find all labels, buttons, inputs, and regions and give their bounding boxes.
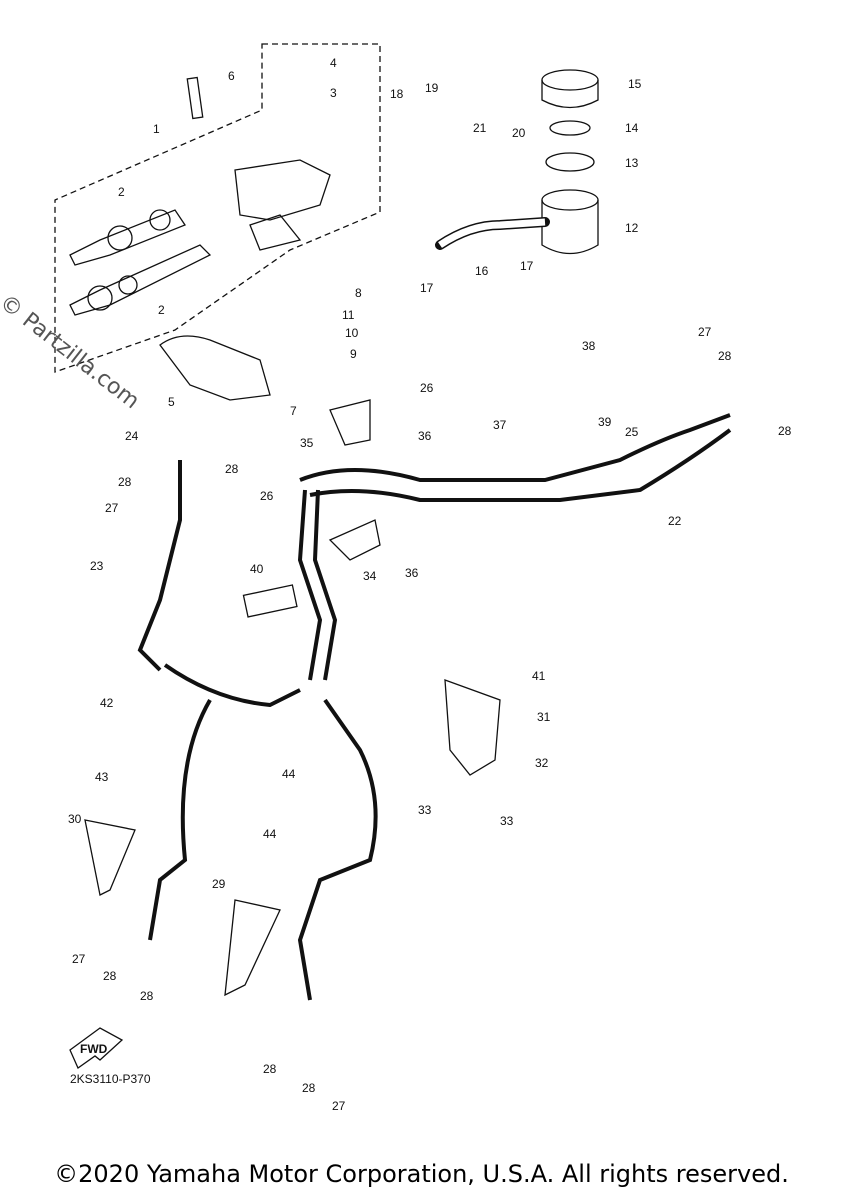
bracket-35 [329,399,371,446]
callout-44: 44 [282,767,296,781]
callout-24: 24 [125,429,139,443]
callout-16: 16 [475,264,489,278]
brake-hose-left-upper [137,460,182,672]
callout-44b: 44 [263,827,277,841]
callout-39: 39 [598,415,612,429]
callout-28: 28 [718,349,732,363]
master-cylinder-body [186,76,331,251]
callout-36b: 36 [405,566,419,580]
callout-28c: 28 [225,462,239,476]
callout-12: 12 [625,221,639,235]
callout-37: 37 [493,418,507,432]
callout-17: 17 [420,281,434,295]
fwd-arrow [69,1027,124,1069]
callout-8: 8 [355,286,362,300]
master-cylinder-kit-outline [54,43,381,373]
callout-42: 42 [100,696,114,710]
reservoir-cap-group [541,69,599,255]
callout-28g: 28 [263,1062,277,1076]
callout-32: 32 [535,756,549,770]
callout-14: 14 [625,121,639,135]
callout-22: 22 [668,514,682,528]
bracket-29 [224,899,281,997]
callout-19: 19 [425,81,439,95]
callout-28b: 28 [778,424,792,438]
callout-7: 7 [290,404,297,418]
callout-29: 29 [212,877,226,891]
callout-2b: 2 [158,303,165,317]
fwd-label: FWD [80,1042,108,1056]
callout-28d: 28 [118,475,132,489]
callout-40: 40 [250,562,264,576]
callout-28h: 28 [302,1081,316,1095]
brake-lever [159,335,271,401]
brake-hose-25 [299,413,731,482]
callout-13: 13 [625,156,639,170]
callout-2: 2 [118,185,125,199]
callout-4: 4 [330,56,337,70]
callout-23: 23 [90,559,104,573]
callout-21: 21 [473,121,487,135]
label-plate-40 [242,584,298,618]
callout-3: 3 [330,86,337,100]
callout-17b: 17 [520,259,534,273]
callout-38: 38 [582,339,596,353]
callout-33: 33 [418,803,432,817]
callout-43: 43 [95,770,109,784]
callout-18: 18 [390,87,404,101]
callout-9: 9 [350,347,357,361]
callout-25: 25 [625,425,639,439]
brake-hose-main [297,489,323,681]
copyright-notice: ©2020 Yamaha Motor Corporation, U.S.A. A… [54,1160,789,1188]
callout-31: 31 [537,710,551,724]
brake-hose-left-lower [148,663,301,941]
brake-hose-right-lower [297,698,378,1001]
bracket-31 [444,679,501,776]
callout-10: 10 [345,326,359,340]
bracket-34 [328,519,381,561]
callout-20: 20 [512,126,526,140]
bracket-30 [84,819,136,896]
callout-1: 1 [153,122,160,136]
callout-5: 5 [168,395,175,409]
callout-26b: 26 [260,489,274,503]
callout-34: 34 [363,569,377,583]
callout-36: 36 [418,429,432,443]
callout-35: 35 [300,436,314,450]
callout-28f: 28 [140,989,154,1003]
callout-15: 15 [628,77,642,91]
catalog-code: 2KS3110-P370 [70,1072,151,1086]
callout-33b: 33 [500,814,514,828]
callout-6: 6 [228,69,235,83]
brake-hose-main-2 [312,489,338,681]
callout-27c: 27 [72,952,86,966]
piston-assembly-upper [69,209,186,266]
callout-28e: 28 [103,969,117,983]
callout-30: 30 [68,812,82,826]
callout-26: 26 [420,381,434,395]
brake-hose-22 [309,428,732,502]
piston-assembly-lower [69,244,212,316]
callout-27b: 27 [105,501,119,515]
callout-27: 27 [698,325,712,339]
callout-41: 41 [532,669,546,683]
callout-11: 11 [342,308,355,322]
callout-27d: 27 [332,1099,346,1113]
